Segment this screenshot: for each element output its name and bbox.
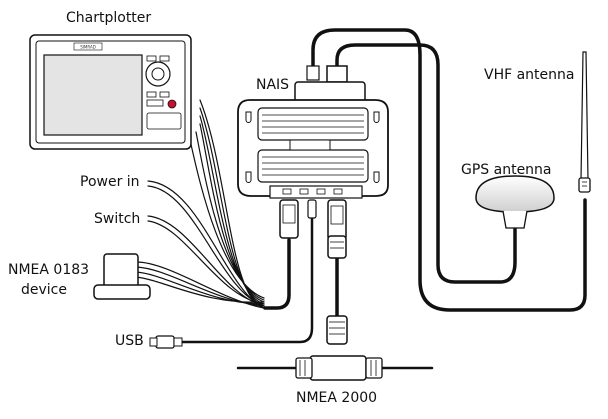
label-gps-antenna: GPS antenna bbox=[461, 162, 552, 178]
usb-port-connector bbox=[307, 199, 317, 219]
switch-wires bbox=[147, 215, 265, 307]
label-nmea0183-line2: device bbox=[21, 282, 67, 298]
label-usb: USB bbox=[115, 333, 144, 349]
main-harness-cable bbox=[263, 238, 291, 310]
usb-cable bbox=[180, 213, 314, 344]
power-button-icon bbox=[167, 99, 177, 109]
t-connector bbox=[309, 355, 367, 381]
usb-plug bbox=[149, 335, 183, 349]
label-vhf-antenna: VHF antenna bbox=[484, 67, 575, 83]
chartplotter-brand: SIMRAD bbox=[80, 45, 96, 50]
vhf-antenna-device bbox=[578, 51, 591, 193]
label-nmea2000: NMEA 2000 bbox=[296, 390, 378, 406]
chartplotter-screen bbox=[43, 54, 143, 136]
gps-cable bbox=[335, 43, 517, 284]
vhf-cable bbox=[311, 28, 587, 312]
nais-unit bbox=[237, 65, 389, 241]
label-chartplotter: Chartplotter bbox=[66, 10, 152, 26]
chartplotter-device: SIMRAD bbox=[29, 34, 192, 150]
label-nmea0183: NMEA 0183 device bbox=[8, 262, 90, 298]
label-nais: NAIS bbox=[256, 77, 290, 93]
label-nmea0183-line1: NMEA 0183 bbox=[8, 262, 90, 278]
nmea0183-device bbox=[93, 253, 151, 300]
nmea0183-wires bbox=[135, 261, 265, 309]
gps-antenna-device bbox=[475, 175, 555, 229]
chartplotter-wires bbox=[189, 99, 265, 309]
gps-connector bbox=[326, 65, 348, 83]
nmea2000-connectors bbox=[295, 235, 383, 381]
label-power-in: Power in bbox=[80, 174, 140, 190]
power-in-wires bbox=[147, 180, 265, 309]
cables bbox=[135, 28, 587, 370]
label-switch: Switch bbox=[94, 211, 141, 227]
